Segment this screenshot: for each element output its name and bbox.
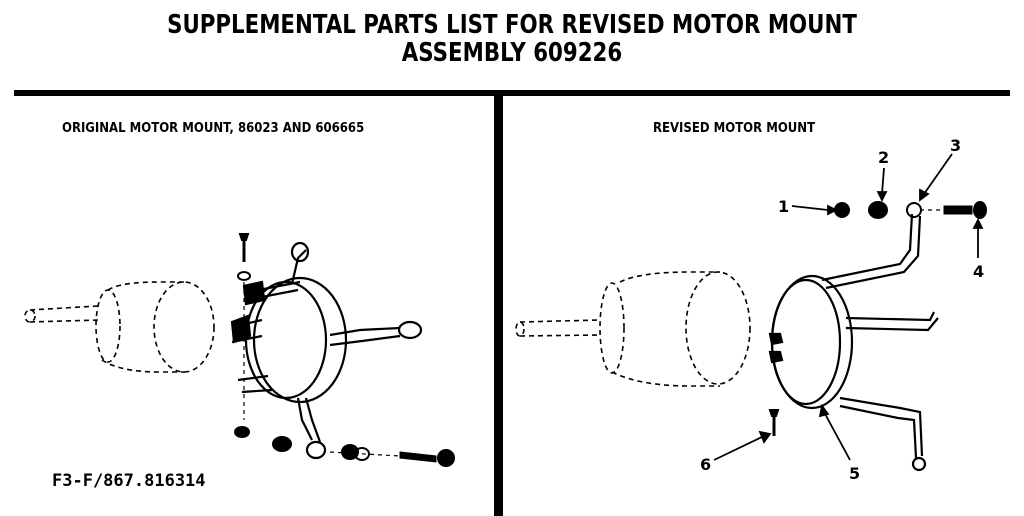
part-4-bolt <box>943 205 973 215</box>
page-subtitle: ASSEMBLY 609226 <box>401 38 623 68</box>
revised-mount-ring <box>768 213 939 472</box>
page-title: SUPPLEMENTAL PARTS LIST FOR REVISED MOTO… <box>167 10 857 40</box>
part-2-washer <box>868 201 888 219</box>
right-panel-heading: REVISED MOTOR MOUNT <box>653 121 816 136</box>
callout-4: 4 <box>973 262 985 281</box>
callout-3: 3 <box>950 136 962 155</box>
revised-motor-outline <box>515 271 751 387</box>
left-panel-heading: ORIGINAL MOTOR MOUNT, 86023 AND 606665 <box>62 121 365 136</box>
original-motor-outline <box>24 281 215 373</box>
top-rule <box>14 90 1010 96</box>
original-hardware <box>234 233 455 467</box>
callout-6: 6 <box>700 455 712 474</box>
callout-arrows <box>713 153 984 461</box>
callout-1: 1 <box>778 197 790 216</box>
callout-5: 5 <box>849 464 861 483</box>
callout-2: 2 <box>878 148 890 167</box>
part-3-bracket <box>906 202 922 218</box>
part-number: F3-F/867.816314 <box>52 471 206 491</box>
original-mount-ring <box>230 241 423 460</box>
panel-divider <box>494 90 503 516</box>
